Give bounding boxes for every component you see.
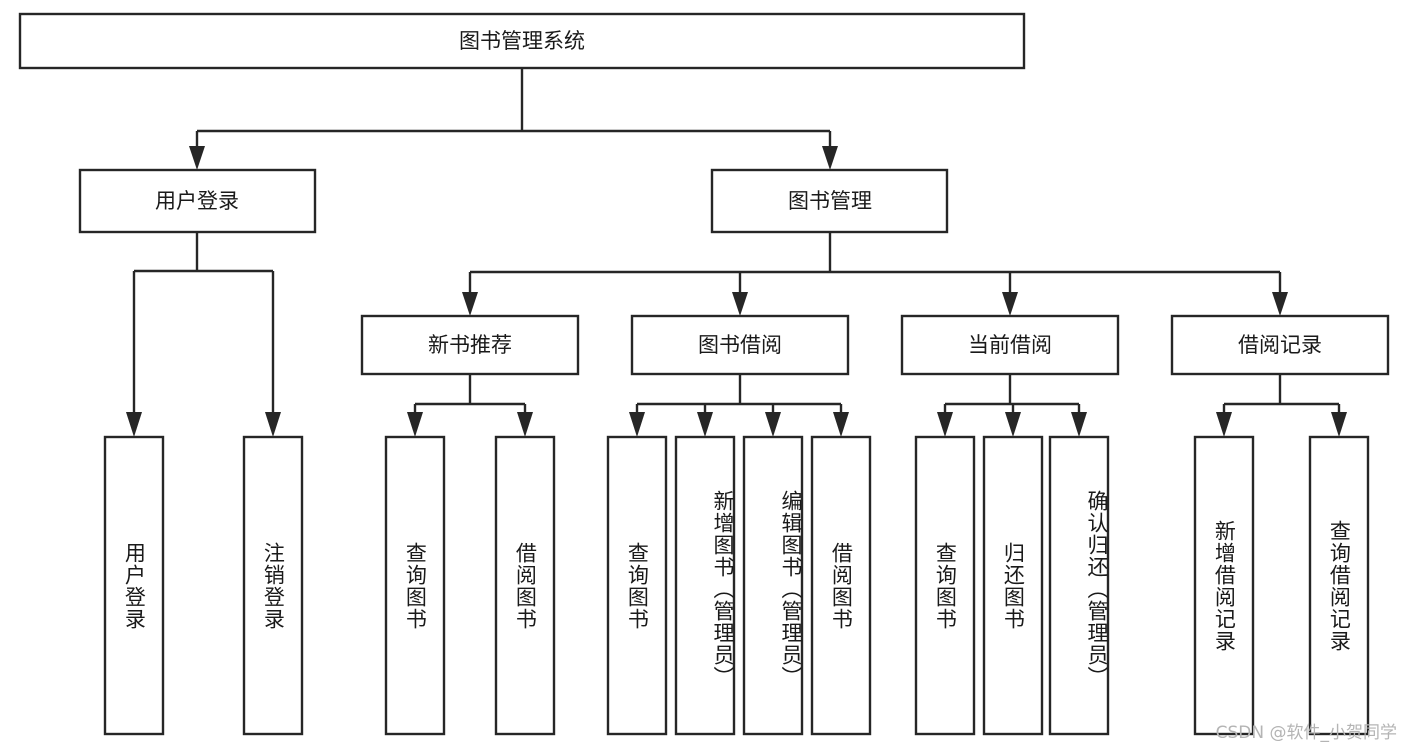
arrow-head-cb-leaf-3 [1071, 412, 1087, 437]
leaf-box-borrow-record-1[interactable] [1193, 435, 1255, 736]
arrow-head-bb-leaf-2 [697, 412, 713, 437]
arrow-head-current-borrow [1002, 292, 1018, 316]
node-borrow-record-box[interactable] [1170, 314, 1390, 376]
leaf-box-current-borrow-3[interactable] [1048, 435, 1110, 736]
leaf-box-current-borrow-1[interactable] [914, 435, 976, 736]
connector-group-current-borrow [937, 374, 1087, 437]
leaf-box-book-borrow-3[interactable] [742, 435, 804, 736]
leaf-box-book-borrow-4[interactable] [810, 435, 872, 736]
connector-group-book-mgmt [462, 232, 1288, 316]
arrow-head-leaf-logout [265, 412, 281, 437]
arrow-head-bb-leaf-4 [833, 412, 849, 437]
node-book-management-label: 图书管理 [788, 189, 872, 213]
arrow-head-borrow-record [1272, 292, 1288, 316]
arrow-head-book-mgmt [822, 146, 838, 170]
node-root[interactable]: 图书管理系统 [18, 12, 1026, 70]
node-borrow-record-label: 借阅记录 [1238, 333, 1322, 357]
watermark-text: CSDN @软件_小贺同学 [1215, 723, 1397, 743]
node-current-borrow[interactable]: 当前借阅 [900, 314, 1120, 376]
arrow-head-leaf-user-login [126, 412, 142, 437]
connector-group-new-book [407, 374, 533, 437]
node-borrow-record[interactable]: 借阅记录 [1170, 314, 1390, 376]
leaf-box-new-book-1[interactable] [384, 435, 446, 736]
leaf-box-book-borrow-2[interactable] [674, 435, 736, 736]
arrow-head-bb-leaf-1 [629, 412, 645, 437]
node-current-borrow-box[interactable] [900, 314, 1120, 376]
arrow-head-br-leaf-2 [1331, 412, 1347, 437]
node-root-box[interactable] [18, 12, 1026, 70]
node-book-management-box[interactable] [710, 168, 949, 234]
node-user-login-box[interactable] [78, 168, 317, 234]
connector-group-user-login [126, 232, 281, 437]
arrow-head-cb-leaf-2 [1005, 412, 1021, 437]
arrow-head-book-borrow [732, 292, 748, 316]
node-user-login-label: 用户登录 [155, 189, 239, 213]
arrow-head-bb-leaf-3 [765, 412, 781, 437]
connector-group-borrow-record [1216, 374, 1347, 437]
node-book-borrow-box[interactable] [630, 314, 850, 376]
node-current-borrow-label: 当前借阅 [968, 333, 1052, 357]
leaf-box-user-login-2[interactable] [242, 435, 304, 736]
node-new-book-recommend-label: 新书推荐 [428, 333, 512, 357]
leaf-box-current-borrow-2[interactable] [982, 435, 1044, 736]
connector-group-book-borrow [629, 374, 849, 437]
node-book-borrow-label: 图书借阅 [698, 333, 782, 357]
node-root-label: 图书管理系统 [459, 29, 585, 53]
leaf-box-new-book-2[interactable] [494, 435, 556, 736]
leaf-box-user-login-1[interactable] [103, 435, 165, 736]
leaf-box-book-borrow-1[interactable] [606, 435, 668, 736]
node-book-management[interactable]: 图书管理 [710, 168, 949, 234]
node-new-book-recommend-box[interactable] [360, 314, 580, 376]
arrow-head-user-login [189, 146, 205, 170]
arrow-head-nb-leaf-1 [407, 412, 423, 437]
arrow-head-nb-leaf-2 [517, 412, 533, 437]
node-book-borrow[interactable]: 图书借阅 [630, 314, 850, 376]
leaf-box-borrow-record-2[interactable] [1308, 435, 1370, 736]
arrow-head-br-leaf-1 [1216, 412, 1232, 437]
arrow-head-new-book [462, 292, 478, 316]
arrow-head-cb-leaf-1 [937, 412, 953, 437]
connector-group-root [189, 68, 838, 170]
node-user-login[interactable]: 用户登录 [78, 168, 317, 234]
node-new-book-recommend[interactable]: 新书推荐 [360, 314, 580, 376]
